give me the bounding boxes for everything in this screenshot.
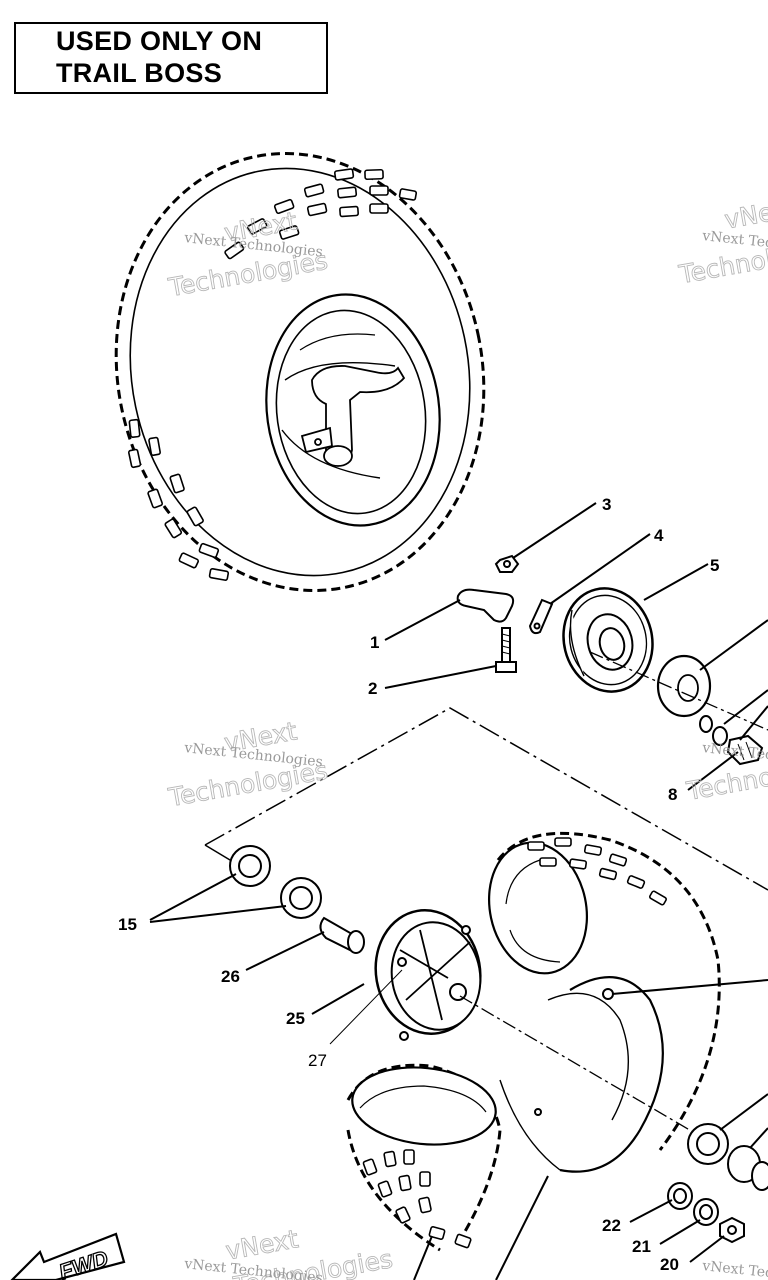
part-21-washer <box>693 1198 719 1226</box>
lower-right-bearings <box>687 1123 768 1191</box>
notice-line-2: TRAIL BOSS <box>56 58 223 88</box>
part-26-spacer <box>319 916 365 954</box>
part-1-bracket <box>456 588 515 623</box>
callout-22: 22 <box>602 1216 621 1235</box>
callout-4: 4 <box>654 526 664 545</box>
tire-top <box>114 152 486 592</box>
callout-20: 20 <box>660 1255 679 1274</box>
part-8-axle-nut <box>726 734 764 766</box>
part-20-nut <box>719 1216 745 1244</box>
fwd-arrow-icon <box>10 1232 126 1280</box>
part-3-nut <box>494 554 520 573</box>
callout-1: 1 <box>370 633 379 652</box>
rim-top <box>265 293 441 527</box>
watermark-2-large-top: vNext <box>722 193 768 234</box>
used-only-on-notice: USED ONLY ON TRAIL BOSS <box>14 22 328 94</box>
part-5-brake-drum <box>562 587 654 693</box>
callout-3: 3 <box>602 495 611 514</box>
leader-lines <box>149 502 768 1280</box>
callout-5: 5 <box>710 556 719 575</box>
part-2-bolt <box>495 627 517 673</box>
watermark-6-small: vNext Technologies <box>701 1258 768 1280</box>
callout-21: 21 <box>632 1237 651 1256</box>
callout-25: 25 <box>286 1009 305 1028</box>
callout-8: 8 <box>668 785 677 804</box>
assembly-outline <box>204 707 768 891</box>
upper-hub-parts <box>456 554 768 766</box>
callout-27: 27 <box>308 1051 327 1070</box>
part-15-bearings <box>229 845 322 919</box>
rear-rim <box>499 976 664 1173</box>
tread-blocks-lower <box>362 1149 472 1249</box>
callout-26: 26 <box>221 967 240 986</box>
callout-2: 2 <box>368 679 377 698</box>
tread-blocks-top <box>127 168 418 581</box>
axle-centerline-lower <box>459 995 701 1137</box>
callout-labels: 3 4 5 1 2 8 15 26 25 27 22 21 20 <box>118 495 719 1274</box>
watermark-5-large-top: vNext <box>223 1224 300 1265</box>
fwd-direction-arrow: FWD <box>10 1232 126 1280</box>
rear-tire-upper-half <box>487 831 721 1151</box>
rear-tire-lower-half <box>346 1063 502 1252</box>
spacer-upper <box>656 654 712 718</box>
part-22-washer <box>667 1182 693 1210</box>
part-4-clip <box>528 598 554 635</box>
tread-blocks-rear <box>527 837 667 906</box>
notice-line-1: USED ONLY ON <box>56 26 263 56</box>
part-25-hub <box>374 909 482 1041</box>
spindle-top <box>300 365 406 467</box>
axle-centerline-upper <box>589 651 768 731</box>
washer-upper <box>699 715 728 746</box>
lower-exploded-parts <box>229 831 768 1252</box>
assembled-wheel <box>114 152 486 592</box>
callout-15: 15 <box>118 915 137 934</box>
